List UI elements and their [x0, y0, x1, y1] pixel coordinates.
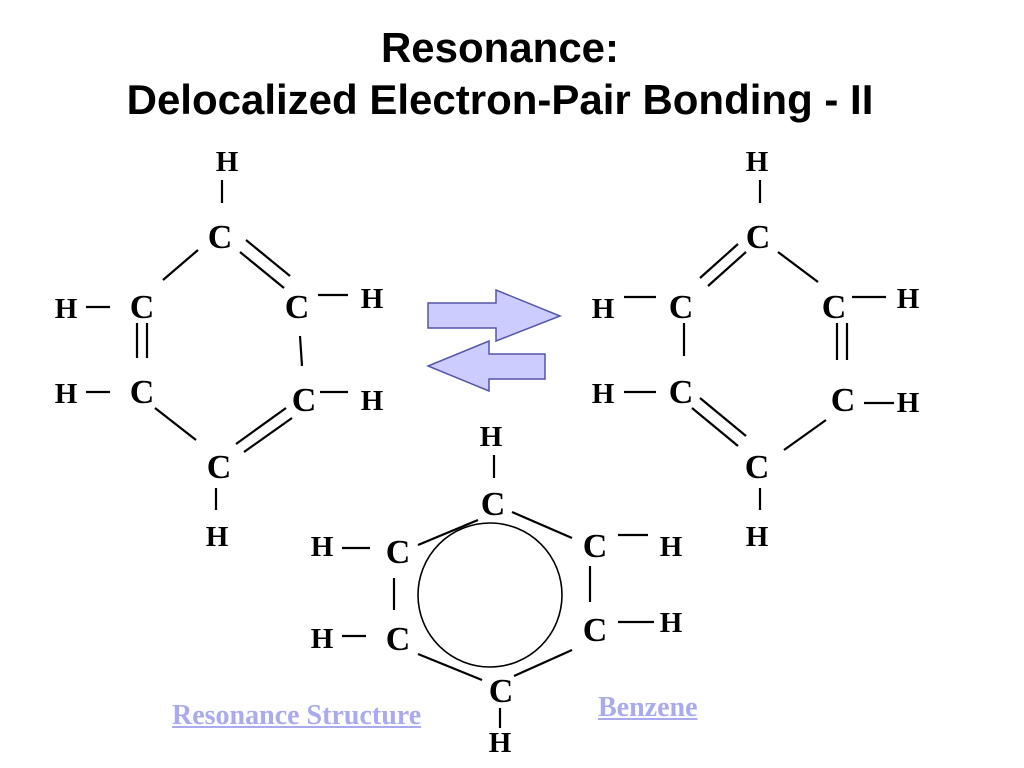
- atom-c: C: [285, 289, 310, 326]
- benzene-atoms: H C H C C H H C C H C H: [311, 421, 683, 759]
- title-line-2: Delocalized Electron-Pair Bonding - II: [126, 76, 874, 123]
- title-line-1: Resonance:: [380, 24, 620, 71]
- atom-c: C: [130, 374, 155, 411]
- atom-c: C: [583, 528, 608, 565]
- atom-c: C: [745, 449, 770, 486]
- atom-h: H: [897, 283, 920, 315]
- atom-c: C: [583, 612, 608, 649]
- left-resonance-structure-bonds: [86, 180, 348, 510]
- atom-c: C: [208, 219, 233, 256]
- atom-c: C: [831, 382, 856, 419]
- benzene-link[interactable]: Benzene: [598, 692, 698, 723]
- atom-c: C: [669, 289, 694, 326]
- atom-c: C: [207, 449, 232, 486]
- atom-h: H: [592, 378, 615, 410]
- atom-c: C: [489, 673, 514, 710]
- atom-h: H: [206, 521, 229, 553]
- right-resonance-structure-bonds: [624, 180, 894, 510]
- atom-h: H: [746, 521, 769, 553]
- delocalized-ring-circle: [417, 522, 563, 668]
- resonance-structure-link[interactable]: Resonance Structure: [172, 700, 422, 731]
- atom-c: C: [130, 289, 155, 326]
- left-arrow-icon: [426, 339, 546, 393]
- slide-title: Resonance: Delocalized Electron-Pair Bon…: [0, 22, 1000, 126]
- atom-h: H: [592, 293, 615, 325]
- left-resonance-structure-atoms: H C H C C H H C C H C H: [55, 146, 384, 553]
- atom-h: H: [746, 146, 769, 178]
- atom-c: C: [822, 289, 847, 326]
- atom-h: H: [361, 283, 384, 315]
- atom-h: H: [311, 623, 334, 655]
- atom-h: H: [55, 293, 78, 325]
- resonance-arrows: [426, 288, 563, 393]
- atom-h: H: [897, 387, 920, 419]
- benzene-bonds: [342, 455, 654, 728]
- atom-h: H: [361, 385, 384, 417]
- atom-c: C: [669, 374, 694, 411]
- atom-h: H: [480, 421, 503, 453]
- atom-c: C: [386, 621, 411, 658]
- atom-h: H: [660, 531, 683, 563]
- atom-c: C: [386, 534, 411, 571]
- right-arrow-icon: [427, 288, 563, 343]
- right-resonance-structure-atoms: H C H C C H H C C H C H: [592, 146, 920, 553]
- atom-c: C: [481, 486, 506, 523]
- atom-h: H: [55, 378, 78, 410]
- atom-c: C: [746, 219, 771, 256]
- atom-c: C: [292, 382, 317, 419]
- atom-h: H: [311, 531, 334, 563]
- atom-h: H: [489, 727, 512, 759]
- atom-h: H: [660, 607, 683, 639]
- atom-h: H: [216, 146, 239, 178]
